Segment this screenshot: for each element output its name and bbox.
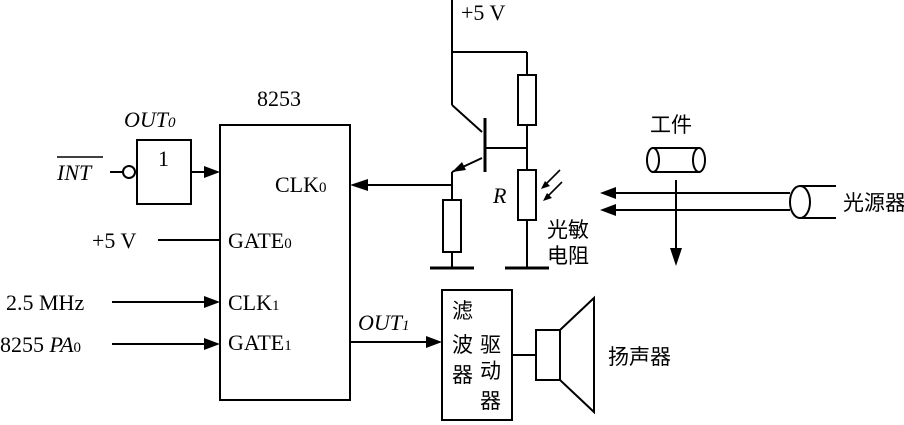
workpiece-down-arrow-icon	[670, 248, 682, 266]
inverter-bubble	[122, 165, 136, 179]
light-beam-arrow-2-icon	[600, 204, 616, 216]
gate1-source-label: 8255 PA0	[0, 332, 81, 357]
filter-driver-box	[441, 289, 513, 421]
speaker-label: 扬声器	[608, 345, 671, 369]
filter-char-2: 波	[452, 333, 473, 357]
chip-name: 8253	[257, 86, 301, 111]
emitter-resistor	[442, 199, 462, 253]
pin-gate1: GATE1	[228, 330, 292, 355]
collector-resistor	[517, 74, 537, 126]
supply-label-top: +5 V	[461, 0, 506, 25]
out1-arrow-icon	[426, 336, 442, 348]
photo-resistor	[517, 169, 537, 221]
filter-char-3: 器	[452, 363, 473, 387]
photo-resistor-label-1: 光敏	[547, 218, 589, 242]
filter-char-1: 滤	[452, 299, 473, 323]
pin-gate0: GATE0	[228, 228, 292, 253]
driver-char-2: 动	[480, 359, 501, 383]
supply-rail	[451, 0, 528, 75]
gate0-supply-label: +5 V	[92, 228, 137, 253]
driver-char-1: 驱	[480, 333, 501, 357]
chip-8253	[219, 124, 351, 401]
workpiece-label: 工件	[650, 113, 692, 137]
light-beam-arrow-1-icon	[600, 187, 616, 199]
clk1-freq-label: 2.5 MHz	[6, 290, 84, 315]
light-source-icon	[789, 185, 836, 219]
transistor	[451, 52, 527, 200]
pin-clk1: CLK1	[228, 290, 280, 315]
out0-label: OUT0	[124, 107, 176, 132]
workpiece-icon	[646, 147, 706, 173]
emitter-arrow-icon	[452, 162, 466, 172]
resistor-r-label: R	[492, 183, 507, 208]
photo-resistor-label-2: 电阻	[547, 244, 589, 268]
out0-arrow-icon	[204, 166, 220, 178]
light-arrows-icon	[541, 169, 563, 201]
gate1-arrow-icon	[204, 338, 220, 350]
speaker-icon	[512, 295, 595, 415]
inverter-value: 1	[158, 146, 169, 171]
int-label: INT	[56, 160, 93, 185]
pin-clk0: CLK0	[275, 172, 327, 197]
clk0-arrow-icon	[350, 179, 368, 191]
out1-label: OUT1	[358, 310, 410, 335]
clk1-arrow-icon	[204, 296, 220, 308]
light-source-label: 光源器	[843, 191, 904, 215]
driver-char-3: 器	[480, 389, 501, 413]
